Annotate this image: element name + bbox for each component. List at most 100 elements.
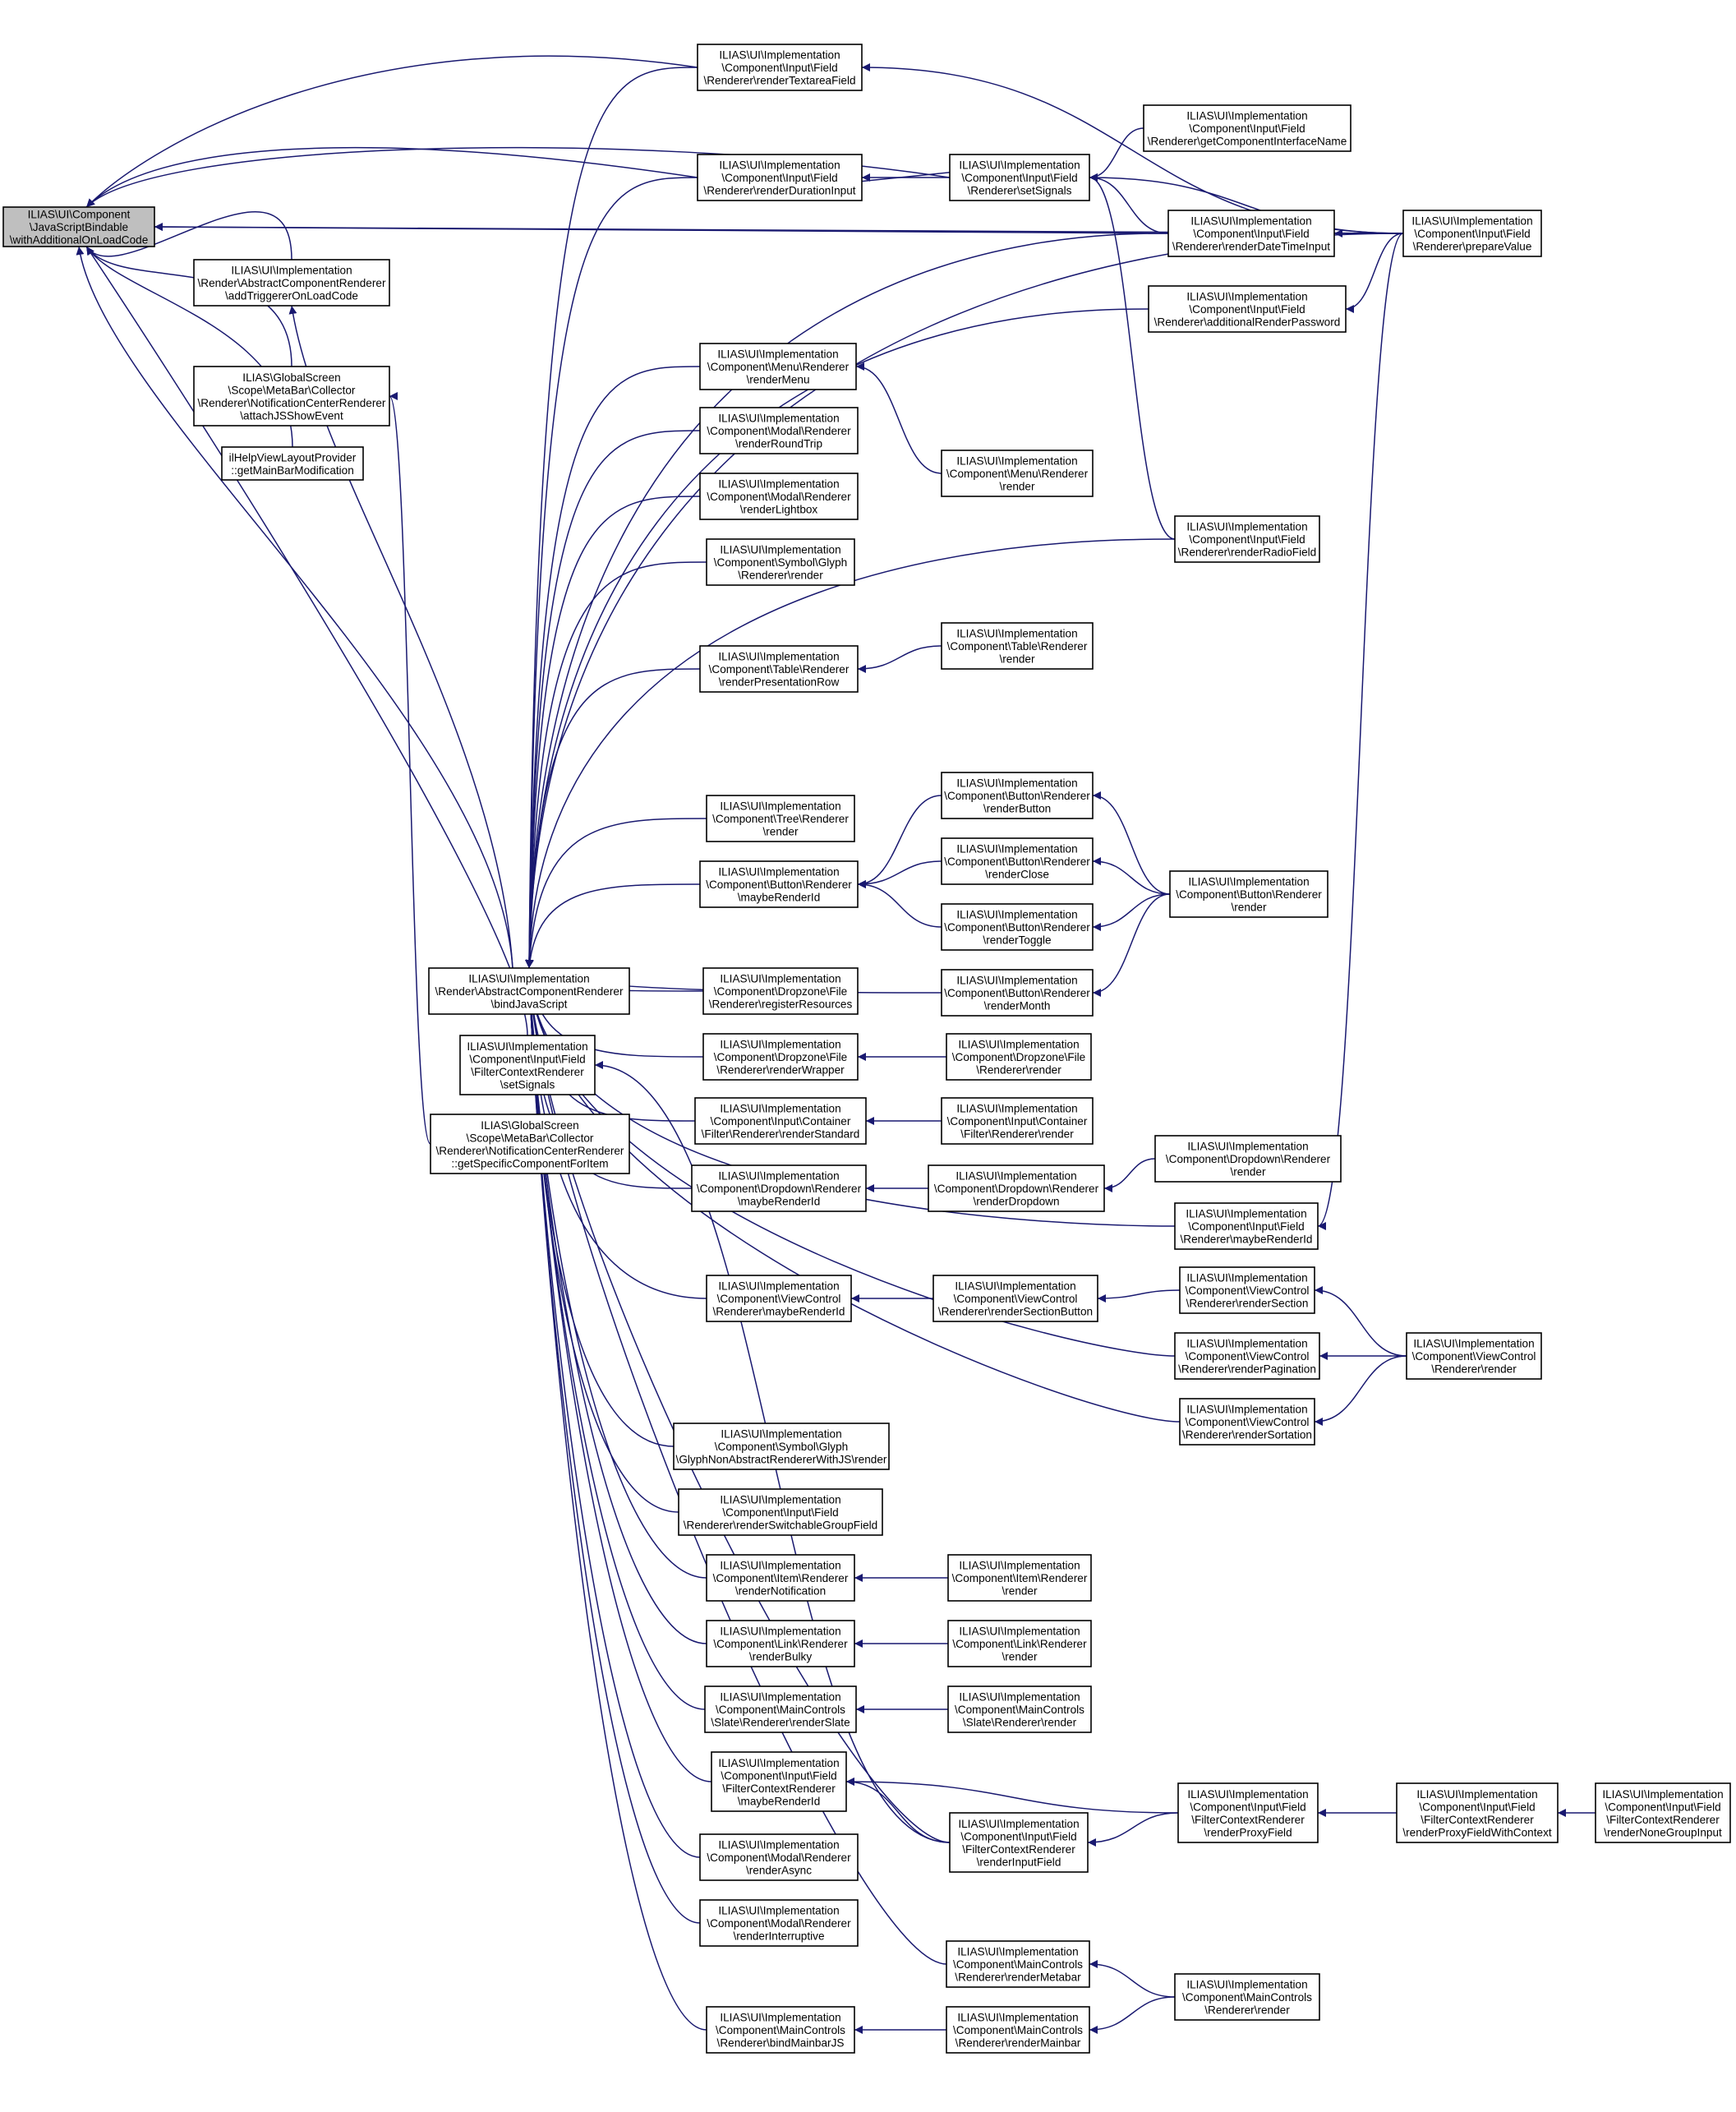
node-tree[interactable]: ILIAS\UI\Implementation\Component\Tree\R…	[706, 795, 855, 842]
node-vcSectionBtn[interactable]: ILIAS\UI\Implementation\Component\ViewCo…	[932, 1275, 1098, 1322]
node-linkBulky[interactable]: ILIAS\UI\Implementation\Component\Link\R…	[706, 1620, 855, 1667]
node-label-line: \Component\ViewControl	[1186, 1284, 1310, 1297]
node-notifAttach[interactable]: ILIAS\GlobalScreen\Scope\MetaBar\Collect…	[193, 366, 390, 427]
node-helpView[interactable]: ilHelpViewLayoutProvider::getMainBarModi…	[221, 446, 364, 481]
node-inputField[interactable]: ILIAS\UI\Implementation\Component\Input\…	[949, 1812, 1089, 1873]
node-root[interactable]: ILIAS\UI\Component\JavaScriptBindable\wi…	[2, 206, 155, 247]
node-box	[697, 44, 863, 91]
node-proxyWithCtx[interactable]: ILIAS\UI\Implementation\Component\Input\…	[1396, 1782, 1559, 1843]
node-label-line: ILIAS\UI\Implementation	[720, 973, 840, 985]
node-mcRender[interactable]: ILIAS\UI\Implementation\Component\MainCo…	[1174, 1973, 1320, 2021]
node-label-line: ILIAS\UI\Implementation	[1186, 1272, 1307, 1284]
node-label-line: \Component\Button\Renderer	[944, 790, 1090, 802]
node-dropRegister[interactable]: ILIAS\UI\Implementation\Component\Dropzo…	[702, 967, 859, 1015]
node-contRender[interactable]: ILIAS\UI\Implementation\Component\Input\…	[941, 1097, 1094, 1145]
node-noneGroup[interactable]: ILIAS\UI\Implementation\Component\Input\…	[1595, 1782, 1731, 1843]
node-ddMaybe[interactable]: ILIAS\UI\Implementation\Component\Dropdo…	[691, 1164, 867, 1212]
node-slateRenderSlate[interactable]: ILIAS\UI\Implementation\Component\MainCo…	[704, 1685, 857, 1733]
node-password[interactable]: ILIAS\UI\Implementation\Component\Input\…	[1148, 285, 1347, 333]
node-box	[1402, 210, 1542, 257]
node-box	[941, 837, 1094, 885]
node-notifSpecific[interactable]: ILIAS\GlobalScreen\Scope\MetaBar\Collect…	[430, 1114, 630, 1174]
node-tableRender[interactable]: ILIAS\UI\Implementation\Component\Table\…	[941, 622, 1094, 670]
node-vcRender[interactable]: ILIAS\UI\Implementation\Component\ViewCo…	[1406, 1332, 1542, 1380]
node-fieldSetSignals[interactable]: ILIAS\UI\Implementation\Component\Input\…	[949, 154, 1090, 201]
node-filterMaybe[interactable]: ILIAS\UI\Implementation\Component\Input\…	[711, 1751, 847, 1812]
node-datetime[interactable]: ILIAS\UI\Implementation\Component\Input\…	[1167, 210, 1335, 257]
node-btnClose[interactable]: ILIAS\UI\Implementation\Component\Button…	[941, 837, 1094, 885]
node-addTrig[interactable]: ILIAS\UI\Implementation\Render\AbstractC…	[193, 259, 390, 307]
node-label-line: ILIAS\UI\Implementation	[955, 1170, 1076, 1183]
edge-btnRender-to-btnMonth	[1092, 893, 1171, 997]
node-itemNotif[interactable]: ILIAS\UI\Implementation\Component\Item\R…	[706, 1554, 855, 1602]
node-label-line: ILIAS\UI\Implementation	[1188, 876, 1309, 888]
node-label-line: \maybeRenderId	[738, 1196, 821, 1208]
node-box	[702, 967, 859, 1015]
node-modalRound[interactable]: ILIAS\UI\Implementation\Component\Modal\…	[699, 407, 859, 454]
node-label-line: \Component\Input\Container	[947, 1115, 1088, 1127]
node-label-line: \Renderer\additionalRenderPassword	[1154, 316, 1341, 329]
node-linkRender[interactable]: ILIAS\UI\Implementation\Component\Link\R…	[947, 1620, 1092, 1667]
node-label-line: ILIAS\UI\Implementation	[956, 628, 1077, 640]
node-label-line: \maybeRenderId	[738, 1795, 821, 1807]
node-label-line: \Renderer\render	[976, 1064, 1061, 1077]
node-mcMetabar[interactable]: ILIAS\UI\Implementation\Component\MainCo…	[946, 1940, 1090, 1988]
node-box	[932, 1275, 1098, 1322]
node-proxyField[interactable]: ILIAS\UI\Implementation\Component\Input\…	[1177, 1782, 1319, 1843]
node-vcPagination[interactable]: ILIAS\UI\Implementation\Component\ViewCo…	[1174, 1332, 1320, 1380]
node-label-line: \Component\Symbol\Glyph	[714, 556, 847, 569]
node-itemRender[interactable]: ILIAS\UI\Implementation\Component\Item\R…	[947, 1554, 1092, 1602]
node-glyphNonAbs[interactable]: ILIAS\UI\Implementation\Component\Symbol…	[673, 1423, 890, 1470]
node-textarea[interactable]: ILIAS\UI\Implementation\Component\Input\…	[697, 44, 863, 91]
edge-duration-to-bindJS	[525, 177, 698, 969]
node-renderMenu[interactable]: ILIAS\UI\Implementation\Component\Menu\R…	[699, 343, 857, 390]
node-label-line: \renderClose	[985, 869, 1049, 881]
node-menuRender[interactable]: ILIAS\UI\Implementation\Component\Menu\R…	[941, 450, 1094, 497]
node-btnToggle[interactable]: ILIAS\UI\Implementation\Component\Button…	[941, 903, 1094, 951]
node-mcBindMainbar[interactable]: ILIAS\UI\Implementation\Component\MainCo…	[706, 2006, 855, 2054]
node-vcSection[interactable]: ILIAS\UI\Implementation\Component\ViewCo…	[1179, 1266, 1315, 1314]
node-label-line: \setSignals	[500, 1078, 555, 1091]
node-vcSortation[interactable]: ILIAS\UI\Implementation\Component\ViewCo…	[1179, 1398, 1315, 1446]
node-label-line: \Component\Dropdown\Renderer	[697, 1183, 862, 1195]
node-dropWrapper[interactable]: ILIAS\UI\Implementation\Component\Dropzo…	[702, 1033, 859, 1081]
node-label-line: \Component\Link\Renderer	[713, 1638, 848, 1650]
node-bindJS[interactable]: ILIAS\UI\Implementation\Render\AbstractC…	[428, 967, 630, 1015]
node-label-line: \Component\ViewControl	[717, 1293, 841, 1305]
node-ddRenderDropdown[interactable]: ILIAS\UI\Implementation\Component\Dropdo…	[928, 1164, 1105, 1212]
node-prepareValue[interactable]: ILIAS\UI\Implementation\Component\Input\…	[1402, 210, 1542, 257]
edge-menuRender-to-renderMenu	[855, 362, 942, 474]
node-modalAsync[interactable]: ILIAS\UI\Implementation\Component\Modal\…	[699, 1833, 859, 1881]
node-mcMainbar[interactable]: ILIAS\UI\Implementation\Component\MainCo…	[946, 2006, 1090, 2054]
node-glyph[interactable]: ILIAS\UI\Implementation\Component\Symbol…	[706, 538, 855, 586]
node-vcMaybe[interactable]: ILIAS\UI\Implementation\Component\ViewCo…	[706, 1275, 852, 1322]
node-dropRender[interactable]: ILIAS\UI\Implementation\Component\Dropzo…	[946, 1033, 1092, 1081]
node-label-line: \Component\Input\Field	[1419, 1801, 1535, 1813]
node-switchable[interactable]: ILIAS\UI\Implementation\Component\Input\…	[678, 1488, 883, 1536]
node-box	[459, 1035, 596, 1095]
node-tablePres[interactable]: ILIAS\UI\Implementation\Component\Table\…	[699, 645, 859, 693]
node-btnMaybe[interactable]: ILIAS\UI\Implementation\Component\Button…	[699, 860, 859, 908]
edge-modalRound-to-bindJS	[525, 430, 701, 969]
node-label-line: ILIAS\UI\Implementation	[720, 1691, 840, 1704]
node-modalLight[interactable]: ILIAS\UI\Implementation\Component\Modal\…	[699, 473, 859, 520]
node-getCompIface[interactable]: ILIAS\UI\Implementation\Component\Input\…	[1143, 104, 1352, 152]
node-btnMonth[interactable]: ILIAS\UI\Implementation\Component\Button…	[941, 969, 1094, 1017]
node-label-line: \renderRoundTrip	[735, 438, 822, 450]
node-slateRender[interactable]: ILIAS\UI\Implementation\Component\MainCo…	[947, 1685, 1092, 1733]
node-label-line: ILIAS\GlobalScreen	[481, 1119, 578, 1132]
node-contStandard[interactable]: ILIAS\UI\Implementation\Component\Input\…	[694, 1097, 867, 1145]
node-label-line: \renderInterruptive	[733, 1930, 824, 1943]
node-label-line: \bindJavaScript	[491, 998, 568, 1011]
node-filterSetSignals[interactable]: ILIAS\UI\Implementation\Component\Input\…	[459, 1035, 596, 1095]
node-fieldMaybe[interactable]: ILIAS\UI\Implementation\Component\Input\…	[1174, 1202, 1319, 1250]
node-modalInterr[interactable]: ILIAS\UI\Implementation\Component\Modal\…	[699, 1899, 859, 1947]
edge-mcBindMainbar-to-bindJS	[525, 967, 707, 2031]
node-label-line: \renderProxyFieldWithContext	[1402, 1826, 1552, 1838]
node-btnRender[interactable]: ILIAS\UI\Implementation\Component\Button…	[1169, 870, 1328, 918]
node-ddRender[interactable]: ILIAS\UI\Implementation\Component\Dropdo…	[1154, 1135, 1342, 1183]
node-duration[interactable]: ILIAS\UI\Implementation\Component\Input\…	[697, 154, 863, 201]
node-btnRenderButton[interactable]: ILIAS\UI\Implementation\Component\Button…	[941, 772, 1094, 819]
node-radio[interactable]: ILIAS\UI\Implementation\Component\Input\…	[1174, 515, 1320, 563]
node-label-line: ILIAS\UI\Implementation	[231, 265, 352, 277]
